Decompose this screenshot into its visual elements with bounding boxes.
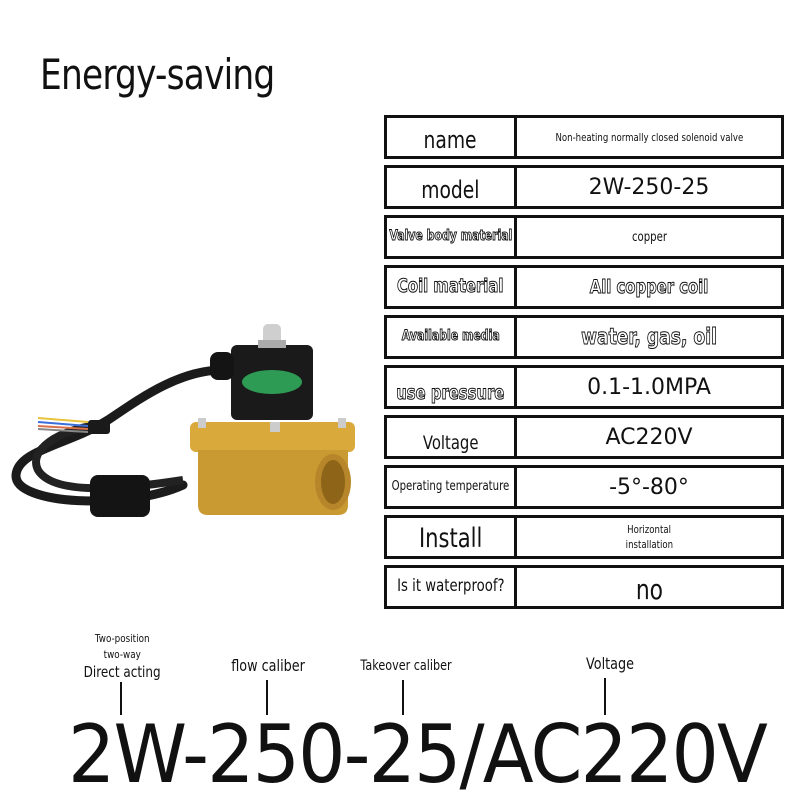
spec-label: Is it waterproof? — [387, 568, 517, 606]
spec-row-operating-temperature: Operating temperature -5°-80° — [384, 465, 784, 509]
spec-row-voltage: Voltage AC220V — [384, 415, 784, 459]
spec-row-model: model 2W-250-25 — [384, 165, 784, 209]
spec-label: use pressure — [387, 368, 517, 406]
spec-row-valve-body-material: Valve body material copper — [384, 215, 784, 259]
headline: Energy-saving — [40, 50, 275, 99]
annotation-voltage: Voltage — [585, 654, 634, 673]
spec-value: 0.1-1.0MPA — [587, 374, 711, 400]
spec-value: no — [635, 573, 663, 606]
annotation-tick — [120, 682, 122, 715]
spec-value: water, gas, oil — [581, 324, 718, 350]
model-code: 2W-250-25/AC220V — [68, 708, 768, 800]
spec-label: Install — [387, 518, 517, 556]
spec-label: Valve body material — [387, 218, 517, 256]
spec-label: Coil material — [387, 268, 517, 306]
annotation-flow-caliber: flow caliber — [231, 656, 305, 675]
annotation-tick — [266, 680, 268, 715]
spec-row-name: name Non-heating normally closed solenoi… — [384, 115, 784, 159]
spec-label: Voltage — [387, 418, 517, 456]
spec-value: 2W-250-25 — [588, 174, 710, 200]
spec-value: -5°-80° — [609, 474, 689, 500]
annotation-tick — [402, 680, 404, 715]
spec-row-install: Install Horizontal installation — [384, 515, 784, 559]
spec-value: copper — [631, 229, 667, 245]
spec-row-waterproof: Is it waterproof? no — [384, 565, 784, 609]
spec-row-available-media: Available media water, gas, oil — [384, 315, 784, 359]
spec-value: All copper coil — [589, 276, 709, 299]
spec-label: Available media — [387, 318, 517, 356]
annotation-tick — [604, 678, 606, 715]
annotation-takeover-caliber: Takeover caliber — [360, 658, 453, 674]
spec-label: Operating temperature — [387, 468, 517, 506]
spec-label: name — [387, 118, 517, 156]
spec-label: model — [387, 168, 517, 206]
spec-value: Horizontal installation — [625, 522, 673, 551]
spec-row-coil-material: Coil material All copper coil — [384, 265, 784, 309]
spec-table: name Non-heating normally closed solenoi… — [384, 115, 784, 615]
annotation-type: Two-position two-way Direct acting — [83, 632, 161, 681]
spec-value: Non-heating normally closed solenoid val… — [555, 130, 743, 144]
spec-value: AC220V — [605, 424, 693, 450]
spec-row-use-pressure: use pressure 0.1-1.0MPA — [384, 365, 784, 409]
solenoid-valve-image — [11, 324, 355, 517]
